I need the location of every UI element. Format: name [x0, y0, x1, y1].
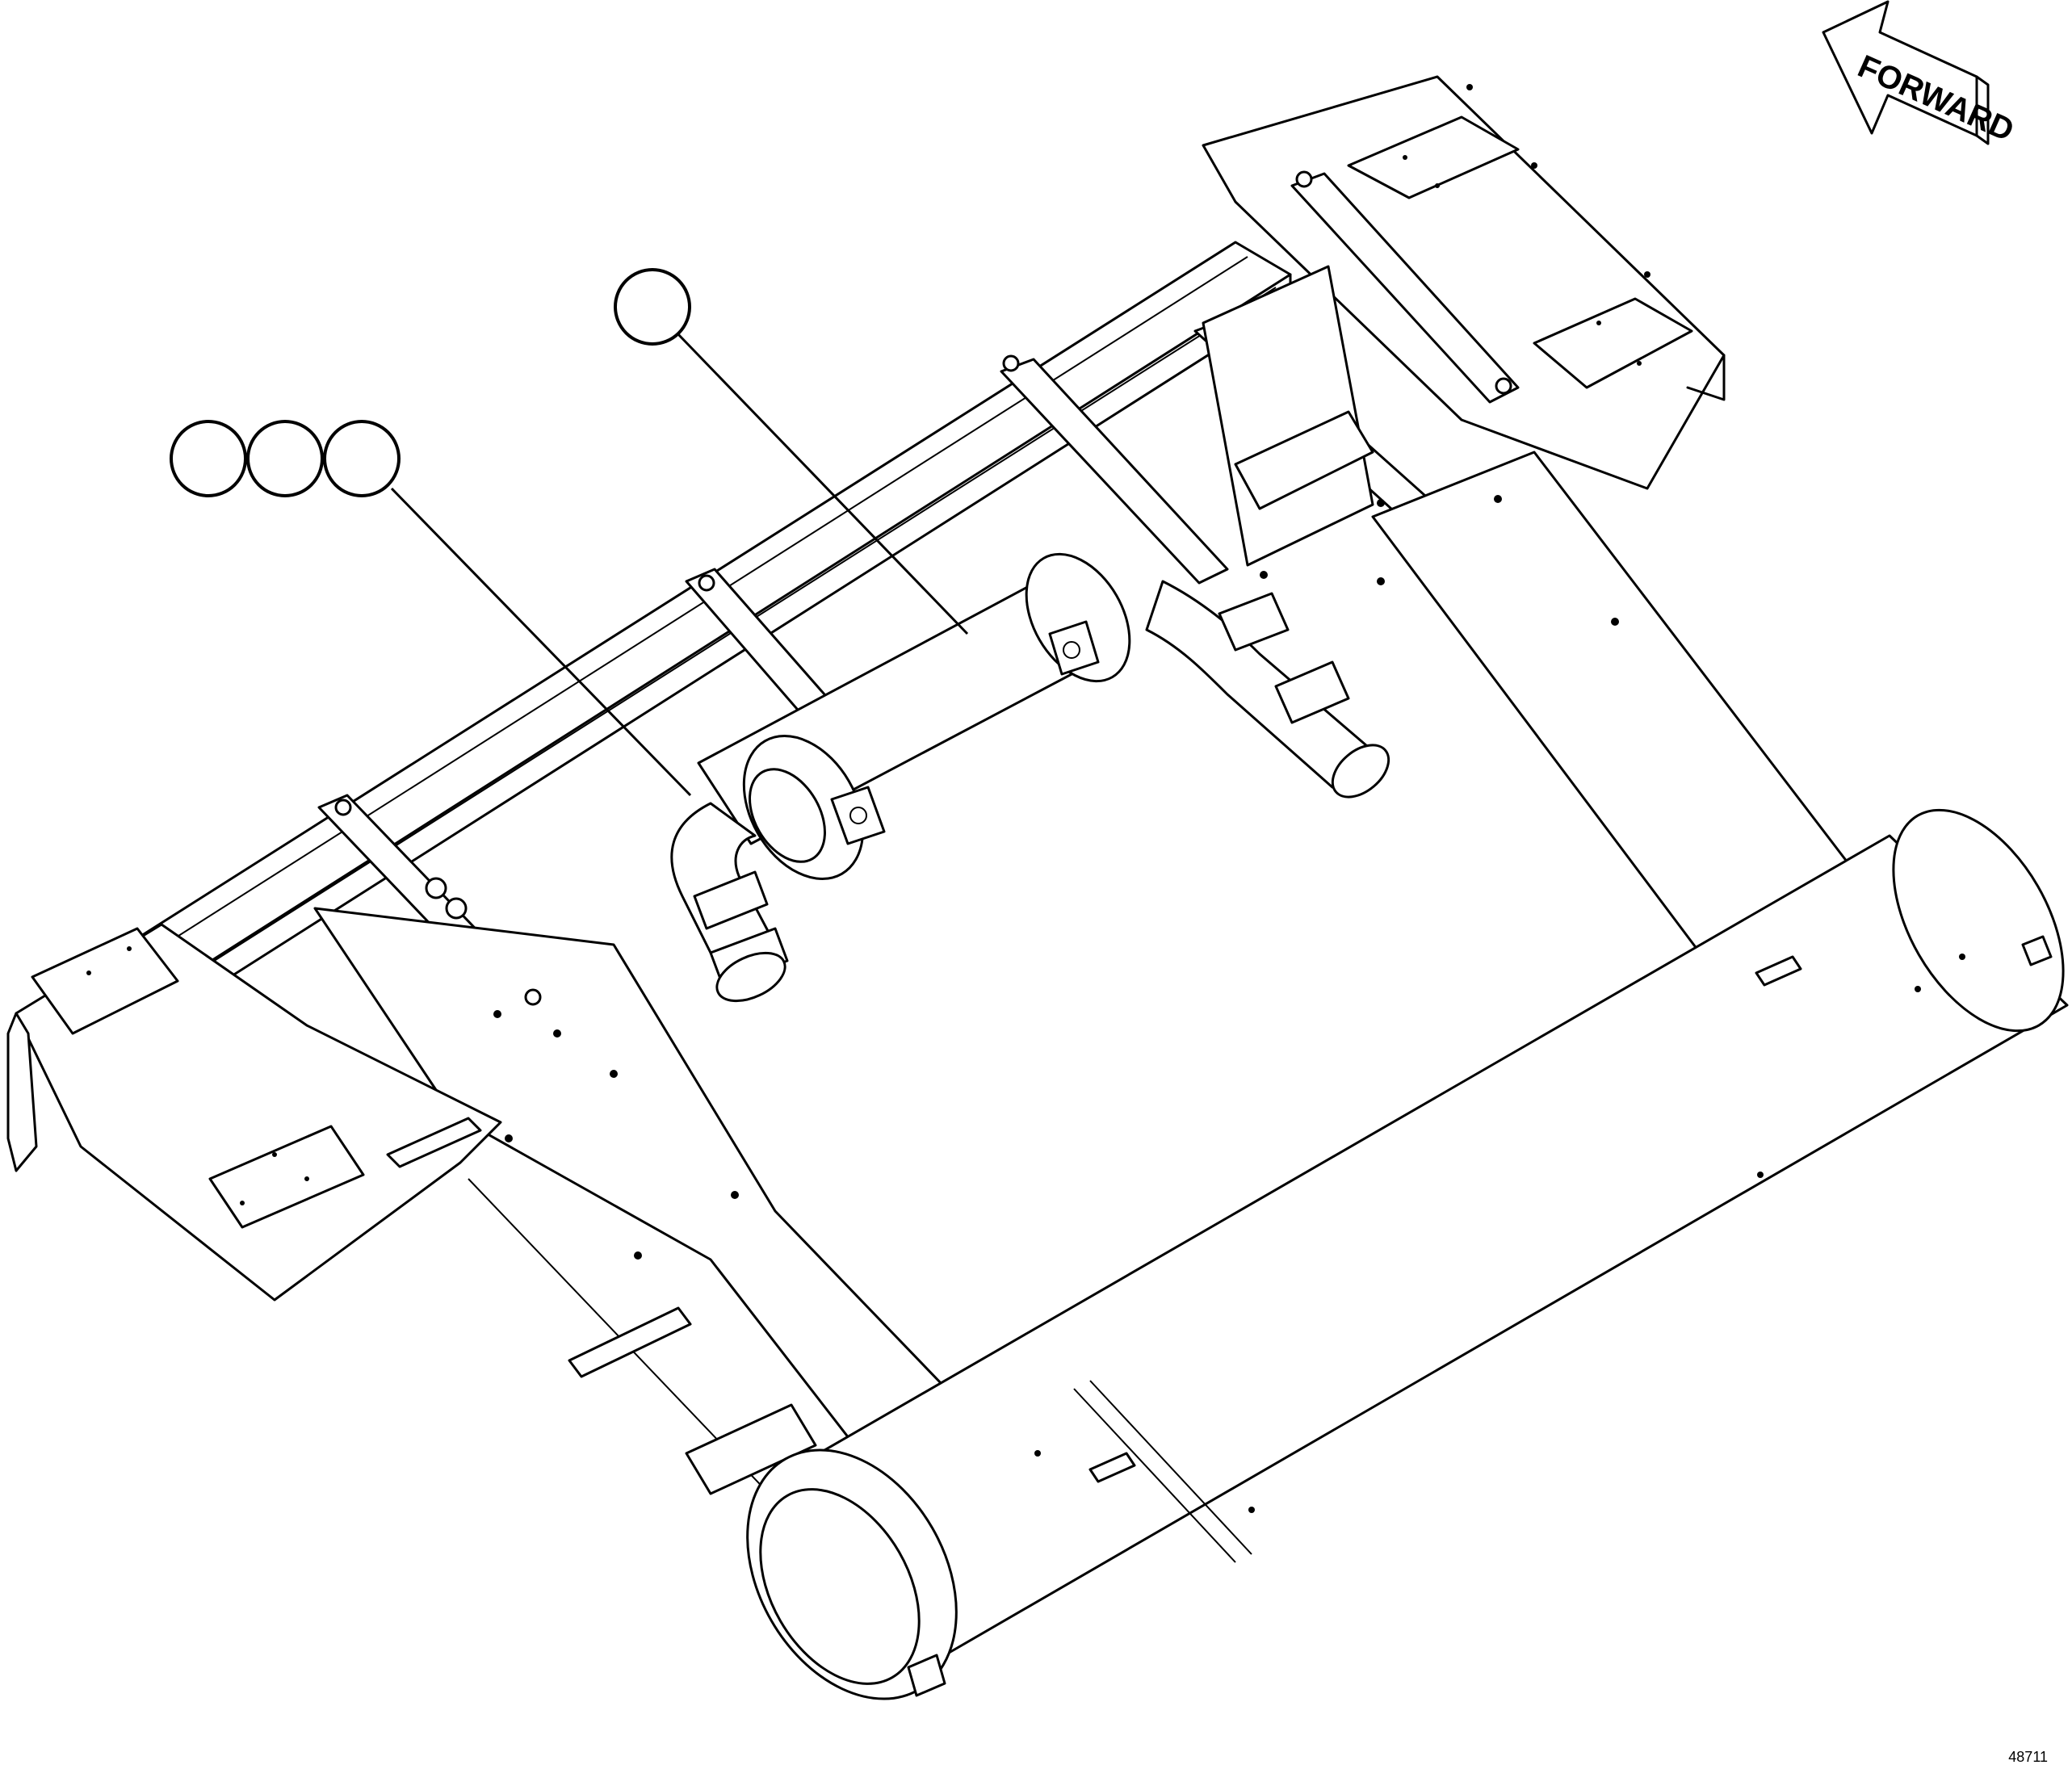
callout-2: [170, 420, 247, 497]
front-left-plate: [6, 923, 502, 1302]
right-outlet-pipe: [1145, 580, 1390, 799]
callout-1-leader: [675, 331, 969, 635]
rear-right-plate: [1202, 75, 1726, 490]
hardware-details: [334, 170, 1512, 1038]
callouts: [170, 268, 969, 797]
muffler: [697, 552, 1131, 880]
lower-left-bracket: [568, 1306, 817, 1495]
callout-3: [246, 420, 324, 497]
callout-4-leader: [390, 487, 692, 797]
callout-1: [614, 268, 691, 346]
figure-number: 48711: [2008, 1749, 2048, 1765]
tailpipe: [746, 808, 2069, 1700]
heat-shield-bracket: [1202, 265, 1374, 567]
forward-arrow: FORWARD: [1822, 0, 2019, 149]
callout-4: [323, 420, 401, 497]
left-inlet-pipe: [670, 802, 789, 1003]
